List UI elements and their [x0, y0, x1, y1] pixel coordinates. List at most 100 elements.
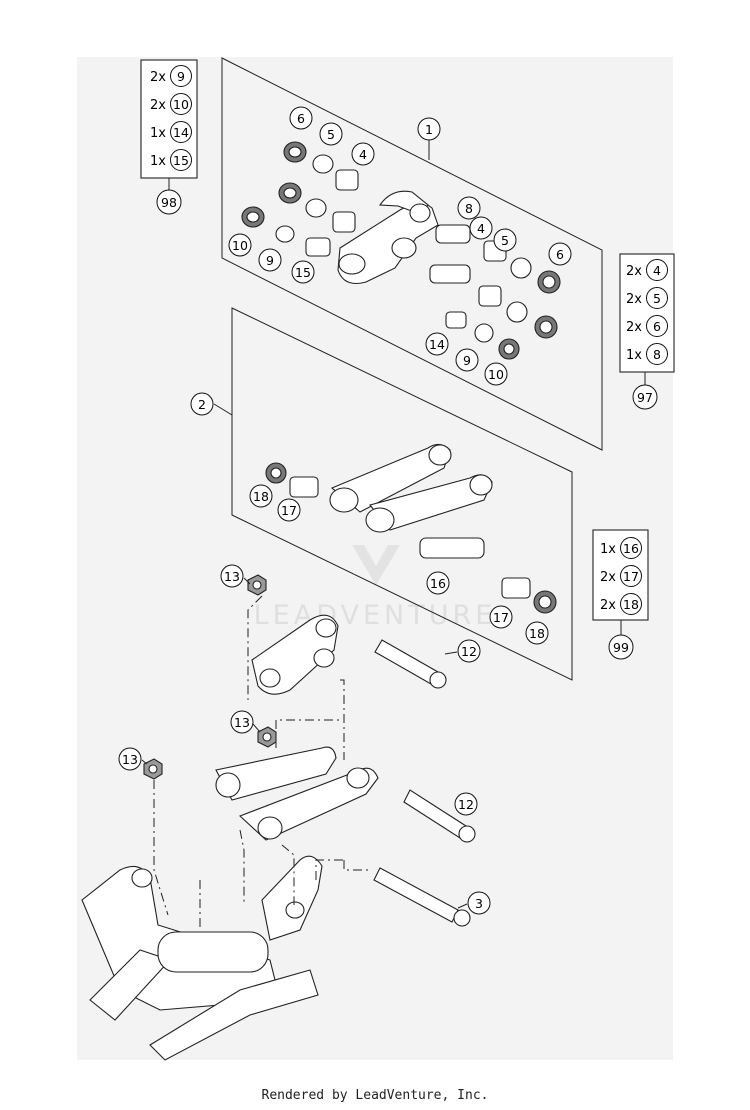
- callout-label: 15: [295, 265, 311, 280]
- kit-98-row: 1x 14: [150, 121, 192, 143]
- seal-ring-inner: [542, 275, 556, 289]
- kit-98-row: 2x 10: [150, 93, 192, 115]
- nut-13-top: [247, 574, 267, 596]
- kit-99-row: 2x 18: [600, 593, 642, 615]
- kit-qty: 1x: [626, 348, 642, 363]
- kit-part-number: 6: [653, 319, 661, 334]
- kit-qty: 2x: [626, 320, 642, 335]
- kit-97-row: 2x 5: [626, 287, 668, 309]
- callout-2: 2: [190, 392, 214, 416]
- kit-number-callout: [156, 189, 182, 215]
- kit-number: 99: [613, 640, 629, 655]
- callout-label: 17: [281, 503, 297, 518]
- callout-label: 3: [475, 896, 483, 911]
- rod-eye: [365, 507, 395, 533]
- washer: [312, 154, 334, 174]
- callout-label: 10: [232, 238, 248, 253]
- washer: [305, 198, 327, 218]
- kit-part-number: 18: [623, 597, 639, 612]
- lever-assembly-1: [337, 190, 439, 285]
- rod-eye: [346, 767, 370, 789]
- kit-99-row: 2x 17: [600, 565, 642, 587]
- callout-label: 17: [493, 610, 509, 625]
- lower-connecting-rod: [215, 746, 379, 841]
- callout-label: 12: [461, 644, 477, 659]
- callout-label: 5: [327, 127, 335, 142]
- rod-eye: [469, 474, 493, 496]
- callout-1: 1: [417, 117, 441, 141]
- callout-label: 9: [266, 253, 274, 268]
- lever-bore: [313, 648, 335, 668]
- drawing-background: [77, 57, 673, 1060]
- callout-5: 5: [319, 122, 343, 146]
- nut-13-left: [143, 758, 163, 780]
- bushing: [332, 211, 356, 233]
- lever-bore: [315, 618, 337, 638]
- callout-label: 12: [458, 797, 474, 812]
- footer-credit: Rendered by LeadVenture, Inc.: [261, 1088, 489, 1103]
- callout-label: 18: [253, 489, 269, 504]
- callout-13: 13: [220, 564, 244, 588]
- callout-12: 12: [457, 639, 481, 663]
- frame-bracket: [261, 855, 323, 941]
- rod-eye: [257, 816, 283, 840]
- lever-bore: [338, 253, 366, 275]
- seal-ring-inner: [503, 343, 515, 355]
- bolt-3-main: [373, 867, 471, 927]
- seal-ring-inner: [539, 320, 553, 334]
- callout-10: 10: [484, 362, 508, 386]
- bushing-small: [445, 311, 467, 329]
- bearing-parts-left: [241, 141, 359, 257]
- kit-number-callout: [608, 634, 634, 660]
- kit-qty: 2x: [150, 70, 166, 85]
- kit-qty: 2x: [600, 570, 616, 585]
- callout-9: 9: [455, 348, 479, 372]
- frame-section: [81, 855, 323, 1061]
- washer: [275, 225, 295, 243]
- callout-5: 5: [493, 228, 517, 252]
- kit-qty: 2x: [150, 98, 166, 113]
- assembly-2-frame: [231, 307, 573, 681]
- bearing-parts-right: [429, 224, 561, 360]
- callout-18: 18: [525, 621, 549, 645]
- callout-14: 14: [425, 332, 449, 356]
- kit-part-number: 10: [173, 97, 189, 112]
- kit-qty: 1x: [150, 154, 166, 169]
- bolts-and-nuts: [143, 574, 476, 927]
- kit-qty: 1x: [150, 126, 166, 141]
- bushing: [335, 169, 359, 191]
- seal-ring-inner: [288, 146, 302, 158]
- bushing: [501, 577, 531, 599]
- callout-label: 6: [297, 111, 305, 126]
- callout-label: 2: [198, 397, 206, 412]
- callout-label: 10: [488, 367, 504, 382]
- kit-box-97: 2x 4 2x 5 2x 6 1x 8 97: [619, 253, 675, 410]
- watermark-text: LEADVENTURE: [254, 600, 497, 631]
- washer: [506, 301, 528, 323]
- lever-bore: [409, 203, 431, 223]
- connecting-rod-assembly-2: [265, 443, 557, 614]
- callout-4: 4: [351, 142, 375, 166]
- bushing: [289, 476, 319, 498]
- lower-lever: [251, 614, 339, 695]
- kit-part-number: 9: [177, 69, 185, 84]
- kit-number: 98: [161, 195, 177, 210]
- callout-label: 8: [465, 201, 473, 216]
- washer: [474, 323, 494, 343]
- lever-bore: [391, 237, 417, 259]
- callout-label: 13: [224, 569, 240, 584]
- kit-part-number: 14: [173, 125, 189, 140]
- assembly-guide-lines: [153, 595, 370, 930]
- kit-qty: 2x: [626, 292, 642, 307]
- nut-13-middle: [257, 726, 277, 748]
- kit-98-row: 1x 15: [150, 149, 192, 171]
- kit-part-number: 8: [653, 347, 661, 362]
- frame-pivot-tube: [157, 931, 269, 973]
- callout-label: 5: [501, 233, 509, 248]
- rod-eye: [215, 772, 241, 798]
- part-callouts: 1 6 5 4 8 4 5 6 10 9 15 14 9 10 2 18 17 …: [118, 106, 572, 915]
- seal-ring-inner: [283, 187, 297, 199]
- callout-16: 16: [426, 571, 450, 595]
- callout-label: 4: [477, 221, 485, 236]
- kit-97-row: 2x 6: [626, 315, 668, 337]
